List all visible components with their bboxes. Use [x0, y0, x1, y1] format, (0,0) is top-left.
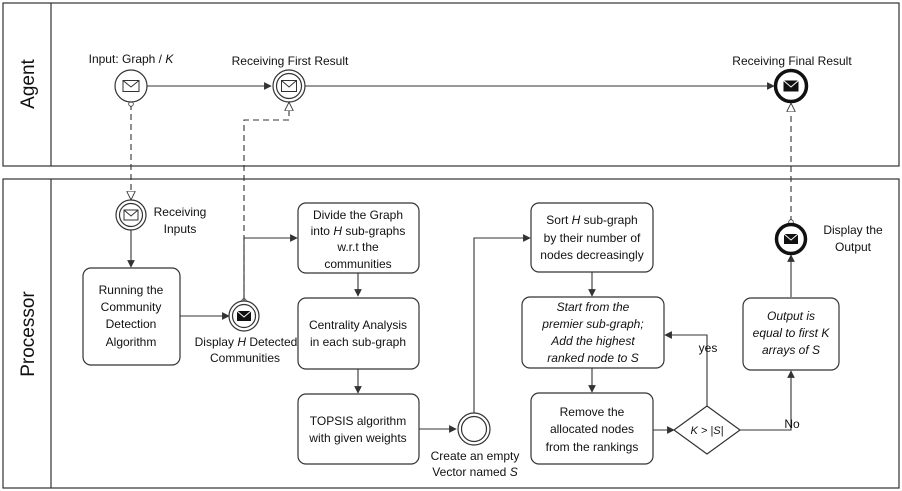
display-detected-label-1: Display H Detected: [195, 335, 298, 349]
envelope-icon: [123, 209, 139, 221]
gateway-condition[interactable]: K > |S|: [672, 405, 742, 455]
envelope-icon: [122, 80, 140, 92]
task-sort-line-3: nodes decreasingly: [540, 248, 643, 262]
display-output-event[interactable]: [774, 222, 808, 256]
display-output-label-1: Display the: [823, 223, 883, 237]
gateway-condition-label: K > |S|: [691, 425, 724, 437]
task-divide-line-2: into H sub-graphs: [311, 224, 406, 238]
task-output-line-2: equal to first K: [753, 326, 831, 340]
filled-envelope-icon: [236, 310, 252, 321]
first-result-label: Receiving First Result: [232, 54, 349, 68]
display-detected-label-2: Communities: [210, 351, 280, 365]
first-result-event[interactable]: [272, 69, 306, 103]
task-output[interactable]: Output is equal to first K arrays of S: [742, 297, 840, 371]
task-remove-line-1: Remove the: [560, 405, 625, 419]
task-centrality-analysis[interactable]: Centrality Analysis in each sub-graph: [297, 297, 420, 370]
receiving-inputs-label-2: Inputs: [164, 222, 197, 236]
task-centrality-line-2: in each sub-graph: [310, 335, 406, 349]
flow-vector-to-sort: [473, 234, 531, 413]
task-topsis[interactable]: TOPSIS algorithm with given weights: [297, 393, 420, 465]
task-start-line-1: Start from the: [557, 300, 630, 314]
task-community-line-4: Algorithm: [106, 335, 157, 349]
task-start-line-2: premier sub-graph;: [541, 317, 643, 331]
agent-lane: Agent: [2, 2, 900, 167]
input-event-label: Input: Graph / K: [89, 52, 175, 66]
create-vector-label-2: Vector named S: [432, 465, 517, 479]
flow-gateway-yes: [664, 331, 708, 407]
task-start-line-3: Add the highest: [550, 334, 635, 348]
flow-gateway-no: [740, 370, 795, 431]
task-topsis-line-2: with given weights: [308, 431, 406, 445]
task-start-premier[interactable]: Start from the premier sub-graph; Add th…: [521, 296, 665, 369]
task-community-line-3: Detection: [106, 317, 157, 331]
task-output-line-3: arrays of S: [762, 343, 820, 357]
task-sort-line-1: Sort H sub-graph: [546, 213, 637, 227]
envelope-icon: [281, 80, 297, 92]
task-remove-nodes[interactable]: Remove the allocated nodes from the rank…: [530, 392, 654, 465]
task-divide-graph[interactable]: Divide the Graph into H sub-graphs w.r.t…: [297, 202, 420, 274]
task-divide-line-3: w.r.t the: [336, 240, 379, 254]
receiving-inputs-label-1: Receiving: [154, 205, 207, 219]
final-result-event[interactable]: [773, 68, 809, 104]
task-sort-subgraphs[interactable]: Sort H sub-graph by their number of node…: [530, 202, 654, 273]
task-output-line-1: Output is: [767, 309, 815, 323]
display-output-label-2: Output: [835, 240, 872, 254]
agent-lane-title: Agent: [18, 58, 39, 108]
flow-display-to-divide: [243, 234, 298, 301]
gateway-no-label: No: [784, 417, 800, 431]
receiving-inputs-event[interactable]: [115, 199, 147, 231]
processor-lane-title: Processor: [18, 291, 39, 377]
task-divide-line-1: Divide the Graph: [313, 208, 403, 222]
gateway-yes-label: yes: [699, 341, 718, 355]
task-sort-line-2: by their number of: [544, 231, 641, 245]
message-flow-first-result: [244, 103, 289, 301]
task-remove-line-3: from the rankings: [546, 440, 639, 454]
task-community-line-1: Running the: [99, 283, 164, 297]
task-remove-line-2: allocated nodes: [550, 422, 634, 436]
agent-lane-box: [2, 2, 900, 167]
final-result-label: Receiving Final Result: [732, 54, 852, 68]
input-event[interactable]: [114, 69, 148, 103]
task-topsis-line-1: TOPSIS algorithm: [310, 414, 406, 428]
filled-envelope-icon: [783, 80, 799, 92]
task-centrality-line-1: Centrality Analysis: [309, 318, 407, 332]
filled-envelope-icon: [783, 233, 799, 244]
task-start-line-4: ranked node to S: [547, 351, 638, 365]
display-detected-event[interactable]: [228, 300, 260, 332]
task-community-detection[interactable]: Running the Community Detection Algorith…: [82, 267, 181, 366]
task-community-line-2: Community: [101, 300, 162, 314]
connectors: [131, 82, 795, 434]
task-divide-line-4: communities: [324, 257, 391, 271]
create-vector-event[interactable]: [457, 412, 491, 446]
create-vector-label-1: Create an empty: [431, 449, 520, 463]
